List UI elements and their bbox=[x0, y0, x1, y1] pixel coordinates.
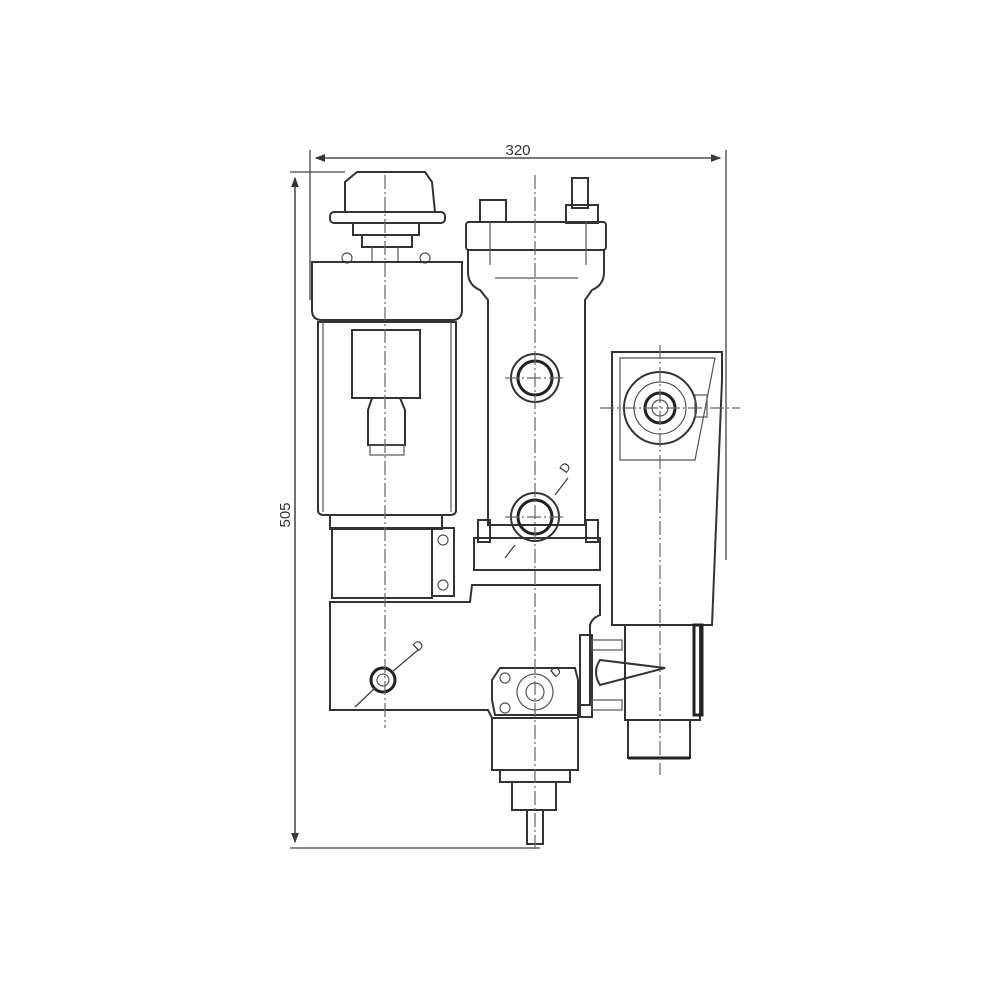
lower-valve bbox=[491, 634, 666, 845]
centerlines bbox=[384, 175, 740, 852]
left-actuator bbox=[311, 171, 463, 599]
right-housing bbox=[611, 351, 723, 760]
port-label-left: D bbox=[410, 637, 427, 654]
width-label: 320 bbox=[505, 142, 530, 159]
height-label: 505 bbox=[277, 502, 294, 527]
width-dimension: 320 bbox=[309, 142, 727, 560]
port-label-top: D bbox=[547, 663, 564, 681]
nozzle-cone bbox=[595, 658, 666, 687]
port-label-middle: D bbox=[556, 459, 574, 475]
port-left bbox=[369, 666, 397, 694]
base-block: D bbox=[329, 584, 601, 719]
center-column: D bbox=[465, 177, 607, 571]
height-dimension: 505 bbox=[277, 171, 540, 849]
